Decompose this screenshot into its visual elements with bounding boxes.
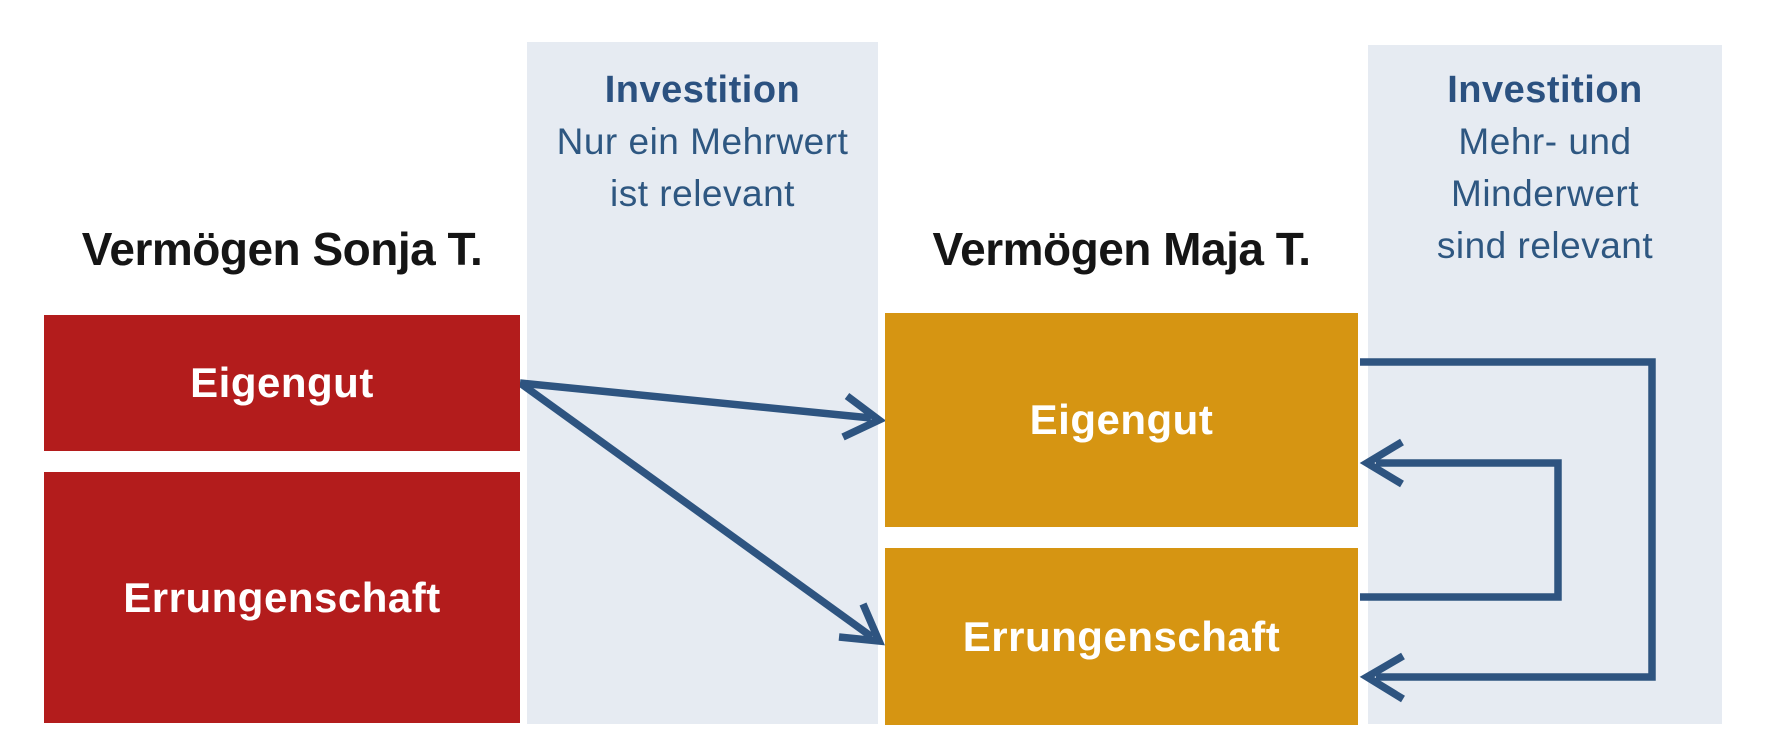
right-panel-line: Mehr- und: [1458, 121, 1632, 162]
sonja-eigengut-box: Eigengut: [44, 315, 520, 451]
middle-panel-text: Investition Nur ein Mehrwert ist relevan…: [527, 64, 878, 220]
maja-eigengut-label: Eigengut: [1029, 396, 1214, 443]
maja-eigengut-box: Eigengut: [885, 313, 1358, 527]
middle-panel-title: Investition: [604, 69, 801, 111]
maja-errungenschaft-label: Errungenschaft: [962, 612, 1281, 660]
right-panel-line: Minderwert: [1451, 173, 1639, 214]
sonja-errungenschaft-label: Errungenschaft: [123, 573, 441, 621]
right-panel-text: Investition Mehr- und Minderwert sind re…: [1368, 64, 1722, 272]
sonja-eigengut-label: Eigengut: [190, 359, 374, 406]
sonja-errungenschaft-box: Errungenschaft: [44, 472, 520, 723]
right-panel-title: Investition: [1447, 69, 1643, 111]
sonja-group-title: Vermögen Sonja T.: [81, 223, 483, 275]
maja-group-title: Vermögen Maja T.: [932, 223, 1311, 275]
maja-errungenschaft-box: Errungenschaft: [885, 548, 1358, 725]
middle-panel-line: Nur ein Mehrwert: [556, 121, 849, 162]
right-panel-line: sind relevant: [1436, 225, 1654, 266]
middle-panel-line: ist relevant: [610, 173, 795, 214]
